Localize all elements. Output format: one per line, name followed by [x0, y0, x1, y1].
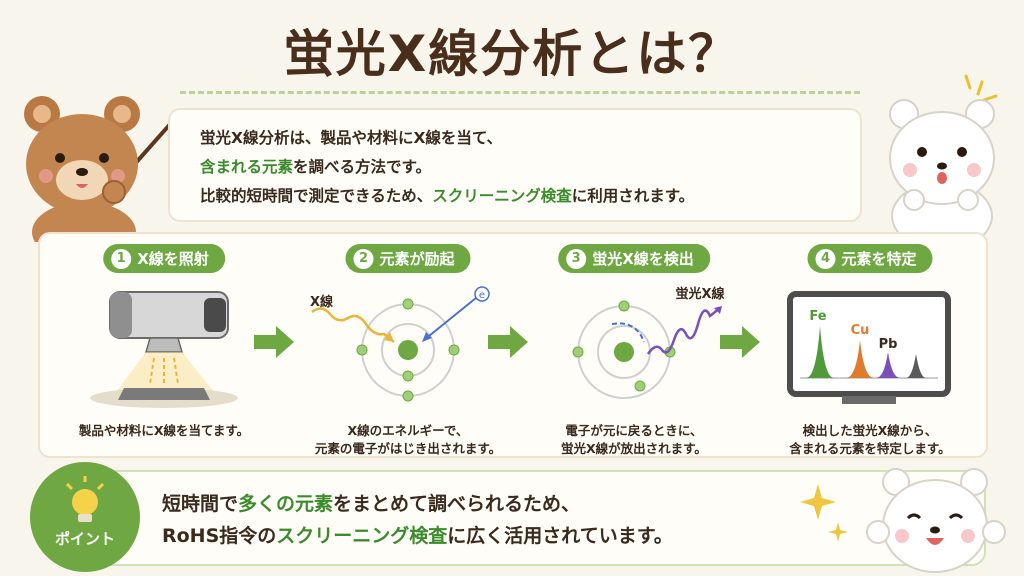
intro-line-2-rest: を調べる方法です。: [293, 158, 431, 176]
intro-highlight-elements: 含まれる元素: [200, 158, 294, 176]
point-highlight-elements: 多くの元素: [238, 493, 334, 515]
step-3: 3 蛍光X線を検出 蛍光X線 電子が元に戻るときに、 蛍光X線が放出されます。: [524, 244, 744, 456]
polar-bear-surprised-icon: [889, 74, 998, 242]
point-text: 短時間で多くの元素をまとめて調べられるため、 RoHS指令のスクリーニング検査に…: [162, 488, 673, 552]
point-line-2-a: RoHS指令の: [162, 525, 277, 547]
element-fe-label: Fe: [809, 309, 826, 324]
step-2-number: 2: [353, 248, 374, 269]
step-4-pill: 4 元素を特定: [807, 244, 933, 273]
point-line-1-b: をまとめて調べられるため、: [333, 493, 581, 515]
step-3-caption-line-1: 電子が元に戻るときに、: [565, 423, 703, 438]
point-line-1-a: 短時間で: [162, 493, 239, 515]
intro-line-3-b: に利用されます。: [571, 187, 695, 205]
step-2-pill: 2 元素が励起: [345, 244, 471, 273]
point-badge: ポイント: [30, 462, 140, 572]
arrow-right-icon: [720, 326, 760, 358]
step-3-caption: 電子が元に戻るときに、 蛍光X線が放出されます。: [524, 422, 744, 458]
fluorescent-xray-label: 蛍光X線: [675, 286, 725, 302]
step-1-label: X線を照射: [137, 250, 209, 268]
step-1: 1 X線を照射 製品や材料にX線を当てます。: [54, 244, 274, 454]
intro-line-3: 比較的短時間で測定できるため、スクリーニング検査に利用されます。: [200, 182, 830, 211]
step-1-caption: 製品や材料にX線を当てます。: [54, 422, 274, 440]
step-3-label: 蛍光X線を検出: [592, 250, 694, 268]
step-2-caption-line-2: 元素の電子がはじき出されます。: [314, 441, 502, 456]
step-4-caption: 検出した蛍光X線から、 含まれる元素を特定します。: [760, 422, 980, 458]
point-box: 短時間で多くの元素をまとめて調べられるため、 RoHS指令のスクリーニング検査に…: [60, 470, 986, 566]
step-4-number: 4: [815, 248, 836, 269]
intro-box: 蛍光X線分析は、製品や材料にX線を当て、 含まれる元素を調べる方法です。 比較的…: [168, 108, 862, 222]
step-4-label: 元素を特定: [841, 250, 917, 268]
point-line-2-b: に広く活用されています。: [447, 525, 673, 547]
spectrum-monitor-icon: Fe Cu Pb: [787, 291, 951, 404]
atom-excitation-diagram: X線 e: [310, 286, 490, 402]
lightbulb-icon: [65, 476, 105, 522]
polar-bear-cheer-icon: [866, 468, 1006, 573]
step-2: 2 元素が励起 X線 e X線のエネルギーで、 元素の電子がはじき出されます。: [298, 244, 518, 456]
step-2-caption: X線のエネルギーで、 元素の電子がはじき出されます。: [298, 422, 518, 458]
step-4: 4 元素を特定 Fe Cu Pb 検出した蛍光X線から、 含まれる元素を特定しま…: [760, 244, 980, 456]
point-line-2: RoHS指令のスクリーニング検査に広く活用されています。: [162, 520, 673, 552]
step-3-number: 3: [566, 248, 587, 269]
xray-label: X線: [310, 294, 334, 310]
intro-line-2: 含まれる元素を調べる方法です。: [200, 153, 830, 182]
page-title: 蛍光X線分析とは？: [283, 25, 741, 83]
step-2-caption-line-1: X線のエネルギーで、: [347, 423, 469, 438]
intro-line-3-a: 比較的短時間で測定できるため、: [200, 187, 433, 205]
atom-fluorescence-diagram: 蛍光X線: [572, 286, 726, 399]
sparkle-icon: [800, 484, 848, 542]
steps-panel: 1 X線を照射 製品や材料にX線を当てます。 2 元素が励起 X線: [38, 232, 988, 458]
bear-pointer-icon: [24, 96, 174, 242]
step-3-caption-line-2: 蛍光X線が放出されます。: [561, 441, 707, 456]
element-cu-label: Cu: [851, 323, 870, 338]
intro-line-1: 蛍光X線分析は、製品や材料にX線を当て、: [200, 129, 503, 147]
step-1-pill: 1 X線を照射: [103, 244, 225, 273]
point-badge-label: ポイント: [54, 530, 115, 548]
step-2-label: 元素が励起: [379, 250, 455, 268]
arrow-right-icon: [488, 326, 528, 358]
element-pb-label: Pb: [879, 337, 898, 352]
step-4-caption-line-2: 含まれる元素を特定します。: [789, 441, 951, 456]
step-4-caption-line-1: 検出した蛍光X線から、: [802, 423, 938, 438]
arrow-right-icon: [254, 326, 294, 358]
xray-device-icon: [90, 291, 238, 408]
step-3-pill: 3 蛍光X線を検出: [558, 244, 710, 273]
title-divider: [180, 91, 860, 94]
intro-highlight-screening: スクリーニング検査: [432, 187, 572, 205]
electron-symbol: e: [479, 290, 485, 301]
step-1-number: 1: [111, 248, 132, 269]
point-line-1: 短時間で多くの元素をまとめて調べられるため、: [162, 488, 673, 520]
step-1-caption-line-1: 製品や材料にX線を当てます。: [78, 423, 250, 438]
point-highlight-screening: スクリーニング検査: [276, 525, 448, 547]
